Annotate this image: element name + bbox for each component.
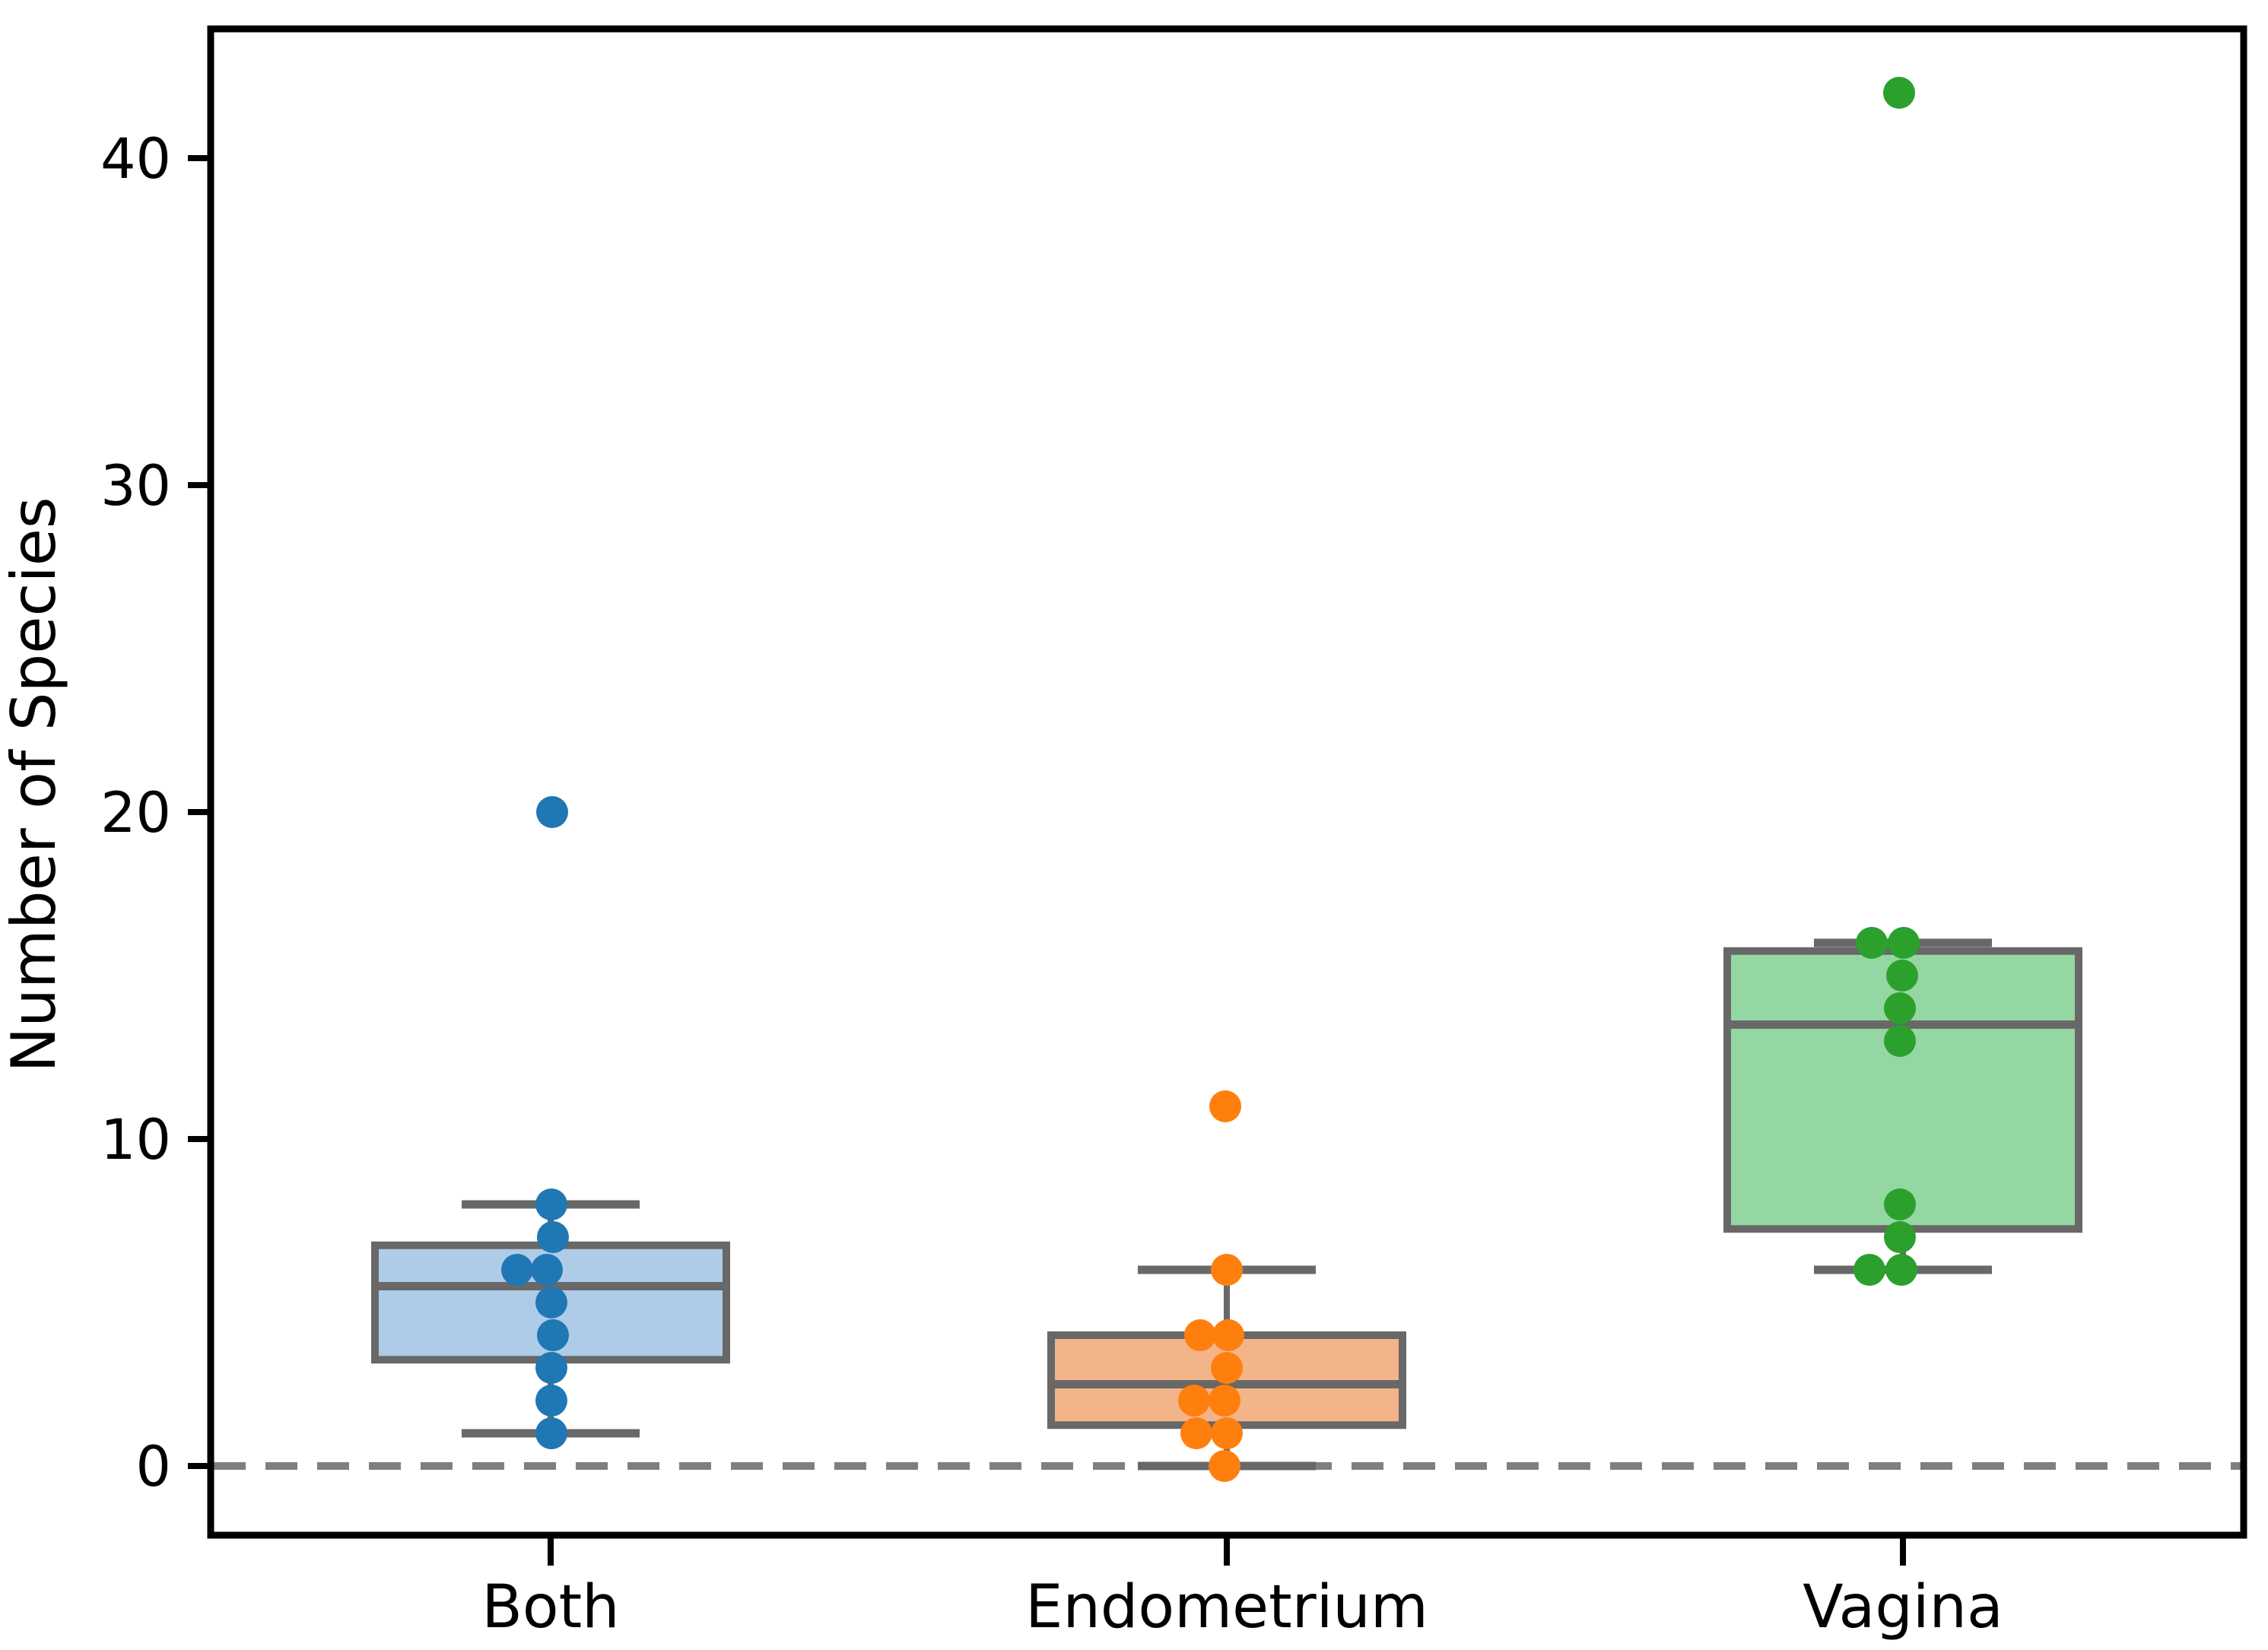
y-tick-label: 0 bbox=[136, 1435, 171, 1499]
data-point bbox=[535, 1385, 567, 1417]
data-point bbox=[1209, 1450, 1240, 1482]
data-point bbox=[1884, 1188, 1916, 1220]
data-point bbox=[1209, 1090, 1241, 1122]
data-point bbox=[531, 1254, 563, 1286]
x-tick-label: Endometrium bbox=[1025, 1573, 1428, 1642]
data-point bbox=[1178, 1385, 1210, 1417]
points-both bbox=[501, 796, 569, 1449]
points-endometrium bbox=[1178, 1090, 1244, 1482]
points-vagina bbox=[1853, 77, 1920, 1286]
data-point bbox=[1184, 1319, 1216, 1351]
x-tick-label: Vagina bbox=[1803, 1573, 2003, 1642]
data-point bbox=[1883, 77, 1915, 109]
data-point bbox=[1884, 1025, 1916, 1057]
x-tick-label: Both bbox=[481, 1573, 619, 1642]
y-tick-label: 10 bbox=[100, 1108, 171, 1172]
data-point bbox=[535, 1352, 567, 1384]
data-point bbox=[536, 796, 568, 828]
data-point bbox=[1885, 1254, 1917, 1286]
y-tick-label: 20 bbox=[100, 781, 171, 846]
y-tick-label: 40 bbox=[100, 127, 171, 192]
data-point bbox=[535, 1188, 567, 1220]
data-point bbox=[1180, 1417, 1212, 1449]
box-vagina bbox=[1723, 938, 2082, 1274]
y-axis-label: Number of Species bbox=[0, 497, 69, 1072]
y-tick-label: 30 bbox=[100, 454, 171, 519]
data-point bbox=[1884, 1221, 1916, 1253]
data-point bbox=[501, 1254, 533, 1286]
data-point bbox=[537, 1319, 569, 1351]
data-point bbox=[535, 1417, 567, 1449]
data-point bbox=[1209, 1385, 1240, 1417]
data-point bbox=[537, 1221, 569, 1253]
data-point bbox=[1888, 927, 1920, 959]
data-point bbox=[1212, 1319, 1244, 1351]
data-point bbox=[1886, 960, 1918, 992]
data-point bbox=[1211, 1254, 1243, 1286]
data-point bbox=[1211, 1417, 1243, 1449]
data-point bbox=[535, 1287, 567, 1318]
data-point bbox=[1856, 927, 1888, 959]
data-point bbox=[1853, 1254, 1885, 1286]
data-point bbox=[1211, 1352, 1243, 1384]
points-group bbox=[501, 77, 1920, 1482]
data-point bbox=[1884, 992, 1916, 1024]
